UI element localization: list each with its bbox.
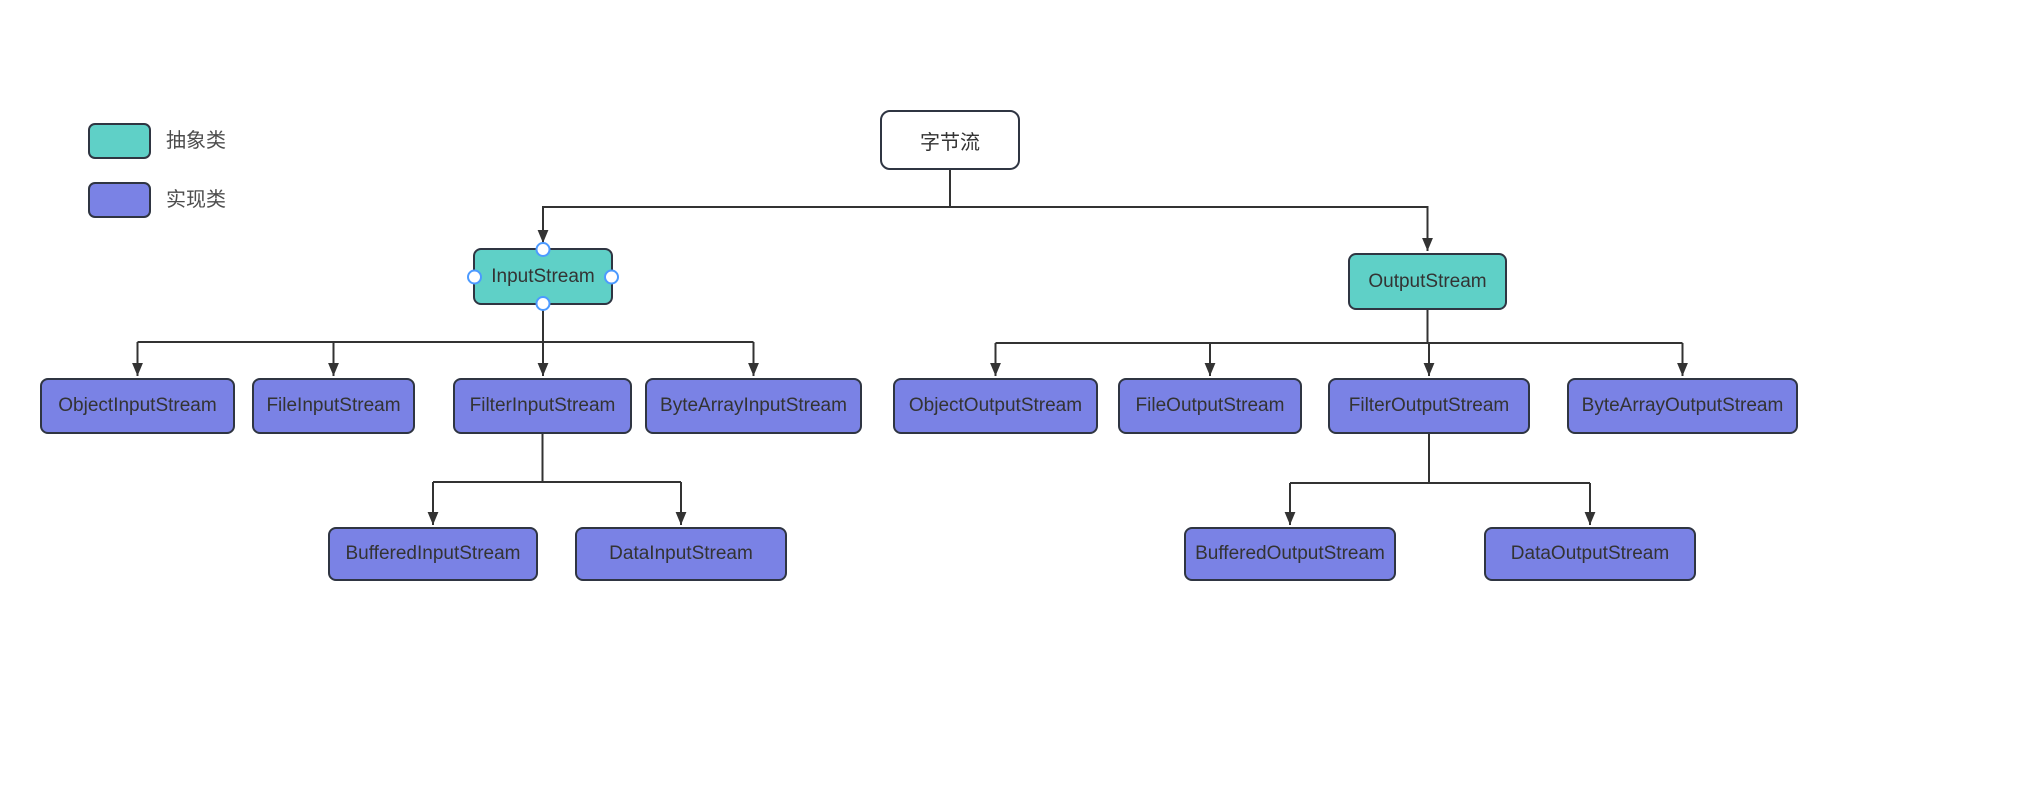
- node-label: FilterOutputStream: [1348, 395, 1510, 416]
- node-label: BufferedInputStream: [345, 543, 521, 564]
- selection-handle-left[interactable]: [467, 269, 482, 284]
- node-label: ObjectInputStream: [58, 395, 217, 416]
- node-data-output-stream[interactable]: DataOutputStream: [1484, 527, 1696, 581]
- node-label: FileInputStream: [266, 395, 401, 416]
- node-label: ByteArrayInputStream: [660, 395, 847, 416]
- legend-label-concrete: 实现类: [166, 189, 226, 211]
- node-buffered-output-stream[interactable]: BufferedOutputStream: [1184, 527, 1396, 581]
- node-file-input-stream[interactable]: FileInputStream: [252, 378, 415, 434]
- selection-handle-right[interactable]: [604, 269, 619, 284]
- node-file-output-stream[interactable]: FileOutputStream: [1118, 378, 1302, 434]
- node-label: FilterInputStream: [469, 395, 616, 416]
- node-output-stream[interactable]: OutputStream: [1348, 253, 1507, 310]
- edge-root-to-outputstream: [950, 206, 1433, 251]
- node-label: OutputStream: [1368, 270, 1487, 292]
- node-label: DataOutputStream: [1510, 543, 1670, 564]
- node-object-output-stream[interactable]: ObjectOutputStream: [893, 378, 1098, 434]
- node-label: ByteArrayOutputStream: [1581, 395, 1784, 416]
- legend-swatch-abstract: [88, 123, 151, 159]
- node-byte-array-output-stream[interactable]: ByteArrayOutputStream: [1567, 378, 1798, 434]
- legend-swatch-concrete: [88, 182, 151, 218]
- node-buffered-input-stream[interactable]: BufferedInputStream: [328, 527, 538, 581]
- node-object-input-stream[interactable]: ObjectInputStream: [40, 378, 235, 434]
- node-byte-stream-root[interactable]: 字节流: [880, 110, 1020, 170]
- node-filter-output-stream[interactable]: FilterOutputStream: [1328, 378, 1530, 434]
- node-label: InputStream: [491, 265, 595, 287]
- node-label: DataInputStream: [609, 543, 753, 564]
- node-label: ObjectOutputStream: [908, 395, 1083, 416]
- edge-root-to-inputstream: [537, 206, 950, 243]
- node-label: 字节流: [920, 131, 980, 154]
- node-filter-input-stream[interactable]: FilterInputStream: [453, 378, 632, 434]
- node-byte-array-input-stream[interactable]: ByteArrayInputStream: [645, 378, 862, 434]
- node-label: BufferedOutputStream: [1195, 543, 1385, 564]
- selection-handle-bottom[interactable]: [535, 296, 551, 311]
- node-data-input-stream[interactable]: DataInputStream: [575, 527, 787, 581]
- selection-handle-top[interactable]: [535, 242, 551, 257]
- node-label: FileOutputStream: [1135, 395, 1285, 416]
- node-input-stream[interactable]: InputStream: [467, 242, 619, 311]
- legend-label-abstract: 抽象类: [166, 130, 226, 152]
